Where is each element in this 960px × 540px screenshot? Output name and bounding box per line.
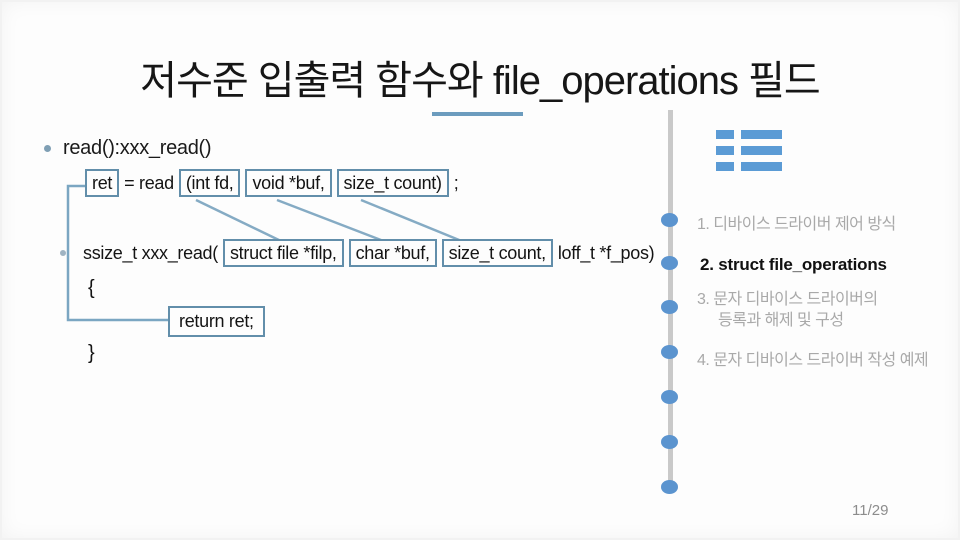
token-box-size-count: size_t count): [336, 169, 449, 197]
timeline-dot: [661, 435, 678, 449]
title-underline: [432, 112, 523, 116]
toc-item-2-active: 2. struct file_operations: [700, 255, 887, 274]
toc-item-3: 3. 문자 디바이스 드라이버의 등록과 해제 및 구성: [697, 289, 878, 331]
timeline-dot: [661, 390, 678, 404]
impl-prefix: ssize_t xxx_read(: [83, 242, 218, 263]
impl-suffix: loff_t *f_pos): [557, 242, 655, 263]
code-heading: read():xxx_read(): [44, 137, 212, 160]
token-box-size-count2: size_t count,: [441, 239, 553, 267]
code-semicolon: ;: [453, 172, 459, 193]
toc-item-4: 4. 문자 디바이스 드라이버 작성 예제: [697, 352, 929, 369]
bullet-icon: [60, 250, 66, 256]
toc-item-1: 1. 디바이스 드라이버 제어 방식: [697, 216, 896, 233]
code-heading-label: read():xxx_read(): [63, 137, 212, 159]
code-line-call: ret = read (int fd, void *buf, size_t co…: [85, 169, 459, 197]
code-assign: = read: [124, 172, 174, 193]
connector-buf-to-buf: [276, 198, 387, 244]
open-brace: {: [88, 277, 95, 299]
code-line-impl: ssize_t xxx_read( struct file *filp, cha…: [60, 239, 655, 267]
timeline-dot: [661, 480, 678, 494]
token-box-struct-filp: struct file *filp,: [222, 239, 344, 267]
slide-title: 저수준 입출력 함수와 file_operations 필드: [140, 59, 820, 103]
token-box-ret: ret: [85, 169, 120, 197]
timeline-dot: [661, 300, 678, 314]
toc-timeline-line: [668, 110, 673, 488]
toc-item-3-line2: 등록과 해제 및 구성: [718, 312, 844, 329]
close-brace: }: [88, 342, 95, 364]
token-box-int-fd: (int fd,: [178, 169, 241, 197]
return-statement-box: return ret;: [168, 306, 265, 337]
connector-count-to-count: [360, 198, 465, 244]
timeline-dot: [661, 256, 678, 270]
timeline-dot: [661, 345, 678, 359]
list-icon: [716, 130, 782, 178]
token-box-char-buf: char *buf,: [348, 239, 437, 267]
page-number: 11/29: [852, 502, 889, 519]
token-box-void-buf: void *buf,: [245, 169, 332, 197]
connector-fd-to-filp: [195, 198, 284, 244]
bullet-icon: [44, 145, 51, 152]
timeline-dot: [661, 213, 678, 227]
toc-item-3-line1: 3. 문자 디바이스 드라이버의: [697, 291, 878, 308]
